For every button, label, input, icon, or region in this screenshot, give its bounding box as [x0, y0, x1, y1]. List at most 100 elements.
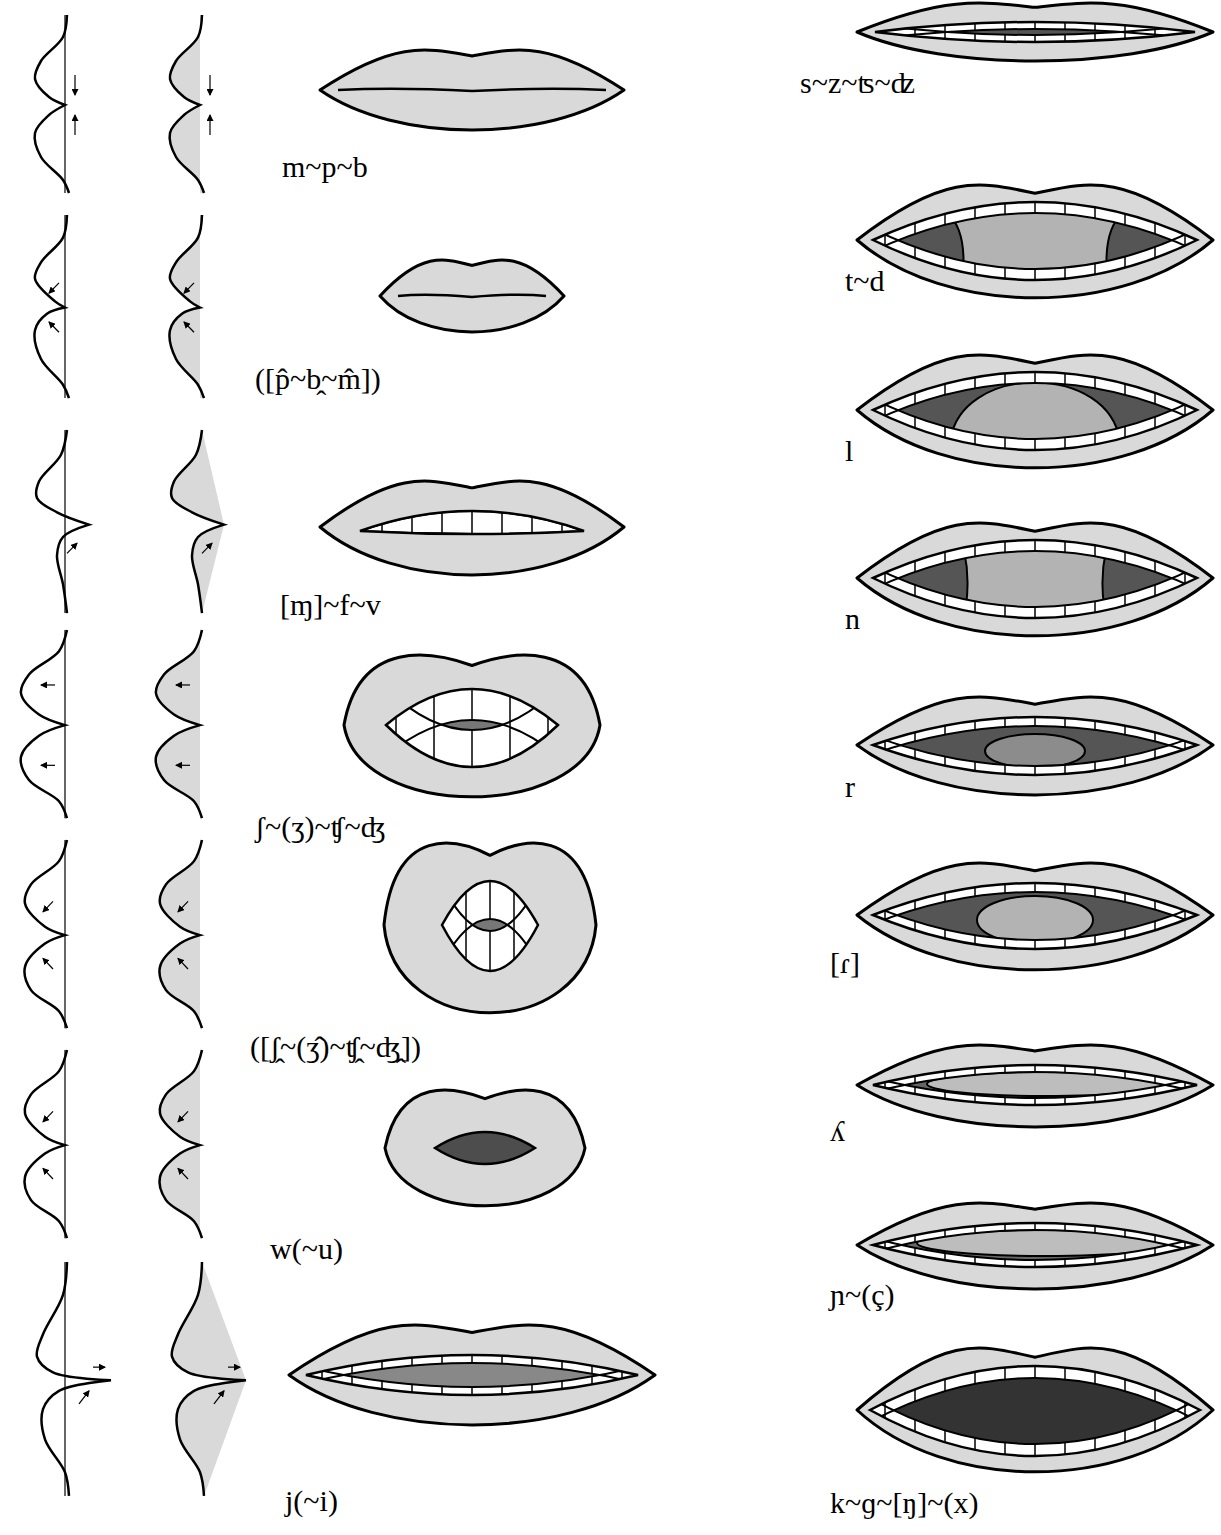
teeth-edge	[442, 841, 538, 931]
mouth-opening	[873, 540, 1197, 618]
lip-profile	[170, 15, 210, 193]
tooth-gap	[1214, 1364, 1216, 1458]
phoneme-label: r	[845, 770, 855, 805]
phoneme-label: ɲ~(ç)	[830, 1278, 895, 1313]
phoneme-label: m~p~b	[282, 150, 368, 185]
lip-profile	[25, 840, 67, 1028]
teeth-edge	[306, 1347, 638, 1387]
profile-fill	[170, 15, 204, 193]
lips	[857, 523, 1213, 636]
motion-arrow	[209, 115, 210, 135]
motion-arrow	[43, 901, 53, 912]
motion-arrow	[43, 1168, 53, 1179]
tooth-gap	[854, 1063, 856, 1107]
lip-profile	[171, 430, 224, 613]
motion-arrow	[43, 958, 53, 969]
lip-profile	[170, 215, 204, 398]
motion-arrow	[176, 765, 190, 766]
tooth-gap	[854, 715, 856, 777]
tooth-gap	[884, 881, 886, 951]
motion-arrow	[209, 75, 210, 95]
tooth-gap	[351, 509, 353, 536]
lips	[857, 1045, 1213, 1127]
mouth-opening	[360, 511, 584, 534]
mouth-front	[385, 1090, 585, 1206]
tooth-gap	[585, 687, 587, 769]
tooth-gap	[395, 687, 397, 769]
reference-line	[64, 1262, 65, 1496]
tongue	[940, 208, 1130, 274]
motion-arrow	[184, 283, 194, 293]
tooth-gap	[854, 1364, 856, 1458]
tooth-gap	[854, 881, 856, 951]
teeth-edge	[360, 611, 584, 634]
tooth-gap	[824, 715, 826, 777]
motion-arrow	[43, 1111, 53, 1122]
profile-outline	[170, 215, 204, 398]
lip-profile	[156, 630, 202, 818]
teeth	[870, 1366, 1200, 1456]
tooth-gap	[824, 538, 826, 620]
lip-profile	[36, 430, 89, 613]
lips	[857, 3, 1213, 61]
teeth-edge	[360, 511, 584, 534]
motion-arrow	[214, 1391, 224, 1404]
motion-arrow	[49, 322, 59, 332]
phoneme-label: w(~u)	[270, 1232, 343, 1267]
motion-arrow	[178, 958, 188, 969]
tooth-gap	[824, 1063, 826, 1107]
profile-outline	[25, 840, 67, 1028]
tooth-gap	[291, 1353, 293, 1397]
profile-outline	[35, 215, 69, 398]
tooth-gap	[681, 1353, 683, 1397]
profile-outline	[172, 1262, 246, 1496]
phoneme-label: ([p̂~b̭~m̂])	[255, 362, 381, 397]
tooth-gap	[884, 538, 886, 620]
phoneme-label: s~z~ʦ~ʣ	[800, 66, 915, 101]
mouth-front	[825, 1203, 1221, 1289]
tooth-gap	[1214, 20, 1216, 44]
tooth-gap	[884, 1364, 886, 1458]
motion-arrow	[202, 543, 212, 553]
lip-profile	[35, 15, 75, 193]
tooth-gap	[471, 509, 473, 536]
tooth-gap	[824, 20, 826, 44]
tooth-gap	[547, 687, 549, 769]
motion-arrow	[41, 684, 55, 685]
profile-outline	[37, 1262, 111, 1496]
tooth-gap	[824, 1364, 826, 1458]
lips	[385, 1090, 585, 1206]
mouth-opening	[873, 372, 1197, 450]
tooth-gap	[824, 1221, 826, 1269]
motion-arrow	[74, 75, 75, 95]
tooth-gap	[884, 1221, 886, 1269]
mouth-opening	[386, 689, 558, 767]
profile-fill	[171, 430, 224, 613]
mouth-front	[825, 523, 1221, 636]
teeth-edge	[386, 652, 558, 730]
profile-fill	[160, 840, 202, 1028]
mouth-cavity	[306, 1355, 638, 1395]
tooth-gap	[1214, 370, 1216, 452]
tooth-gap	[621, 1353, 623, 1397]
mouth-front	[384, 841, 596, 1013]
motion-arrow	[228, 1367, 240, 1368]
lips	[857, 863, 1213, 970]
motion-arrow	[74, 115, 75, 135]
tooth-gap	[1184, 1221, 1186, 1269]
mouth-front	[825, 355, 1221, 468]
tooth-gap	[1184, 715, 1186, 777]
lips	[320, 481, 624, 575]
motion-arrow	[93, 1367, 105, 1368]
lip-profile	[160, 1050, 202, 1238]
phoneme-label: [ɾ]	[830, 946, 860, 981]
teeth-edge	[306, 1363, 638, 1403]
motion-arrow	[41, 765, 55, 766]
tooth-gap	[854, 1221, 856, 1269]
profile-outline	[160, 1050, 202, 1238]
motion-arrow	[178, 1168, 188, 1179]
mouth-opening	[873, 1223, 1197, 1267]
tooth-gap	[1154, 20, 1156, 44]
phoneme-label: ʎ	[830, 1114, 845, 1149]
